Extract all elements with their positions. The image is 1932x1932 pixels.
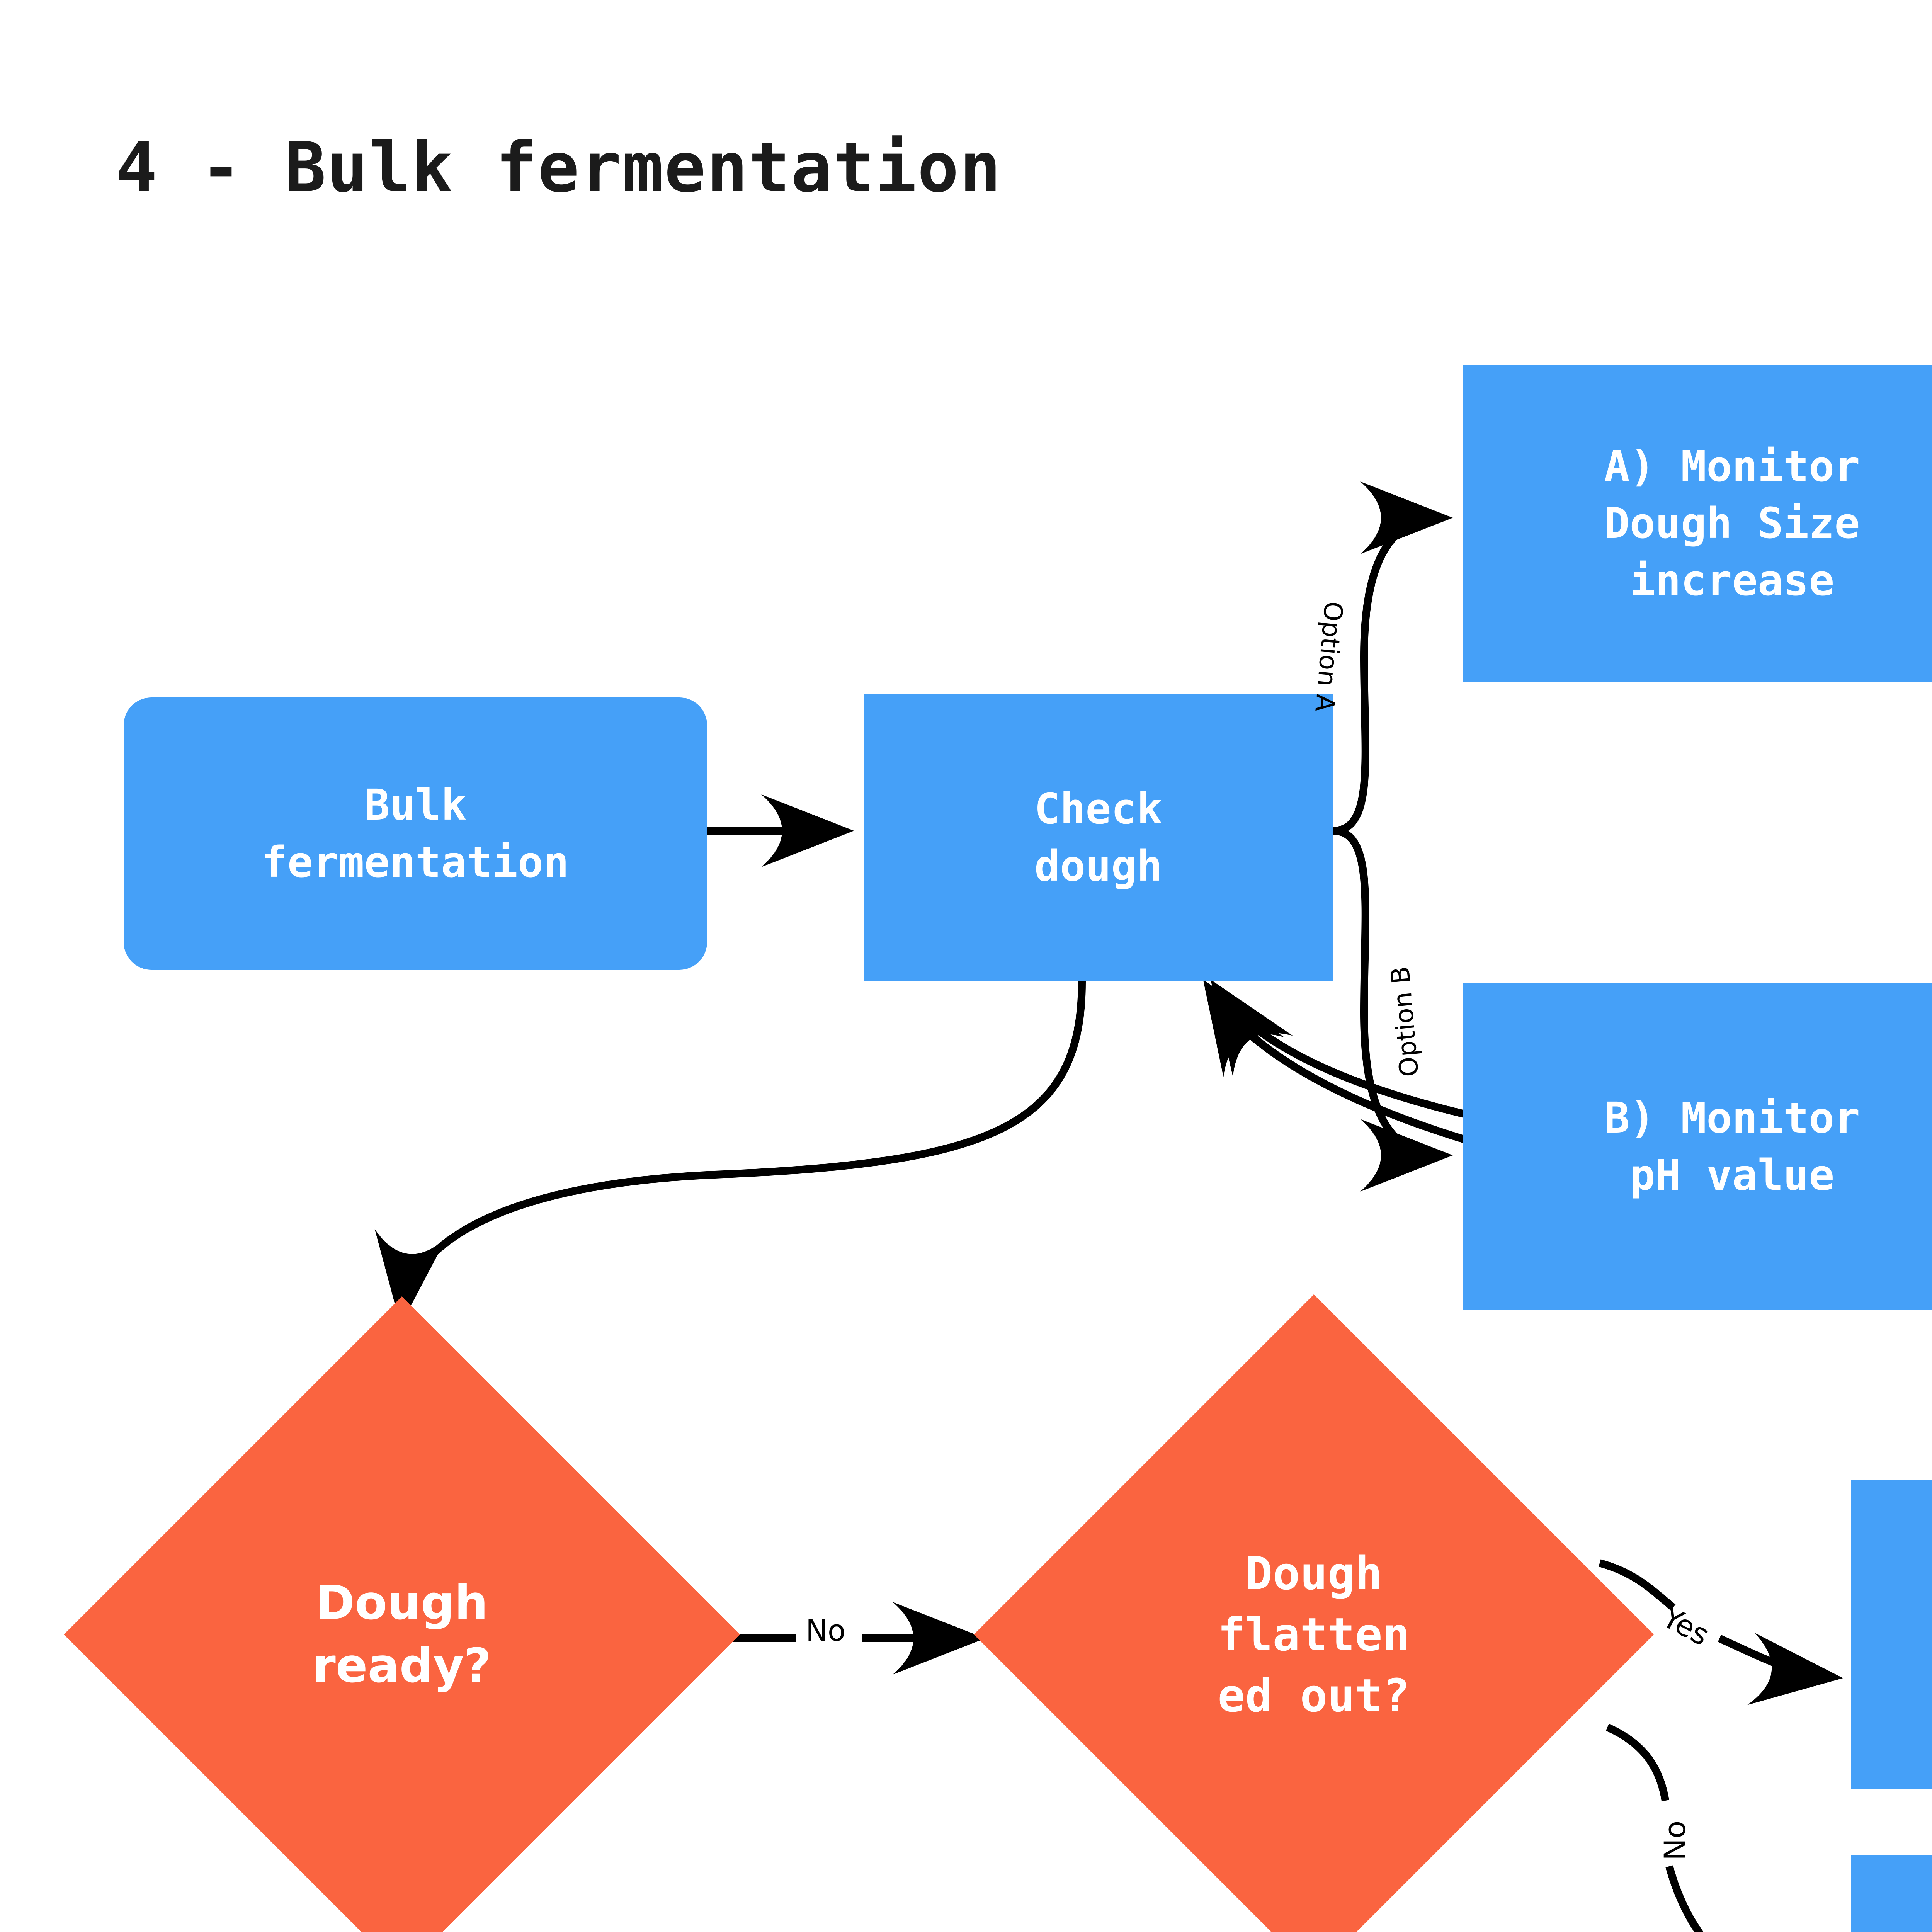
node-dough-flattened-label: Dough flatten ed out?	[1218, 1546, 1410, 1723]
node-monitor-dough-size[interactable]: A) Monitor Dough Size increase	[1463, 365, 1932, 682]
node-stretch-and-fold[interactable]: Stretch and fold	[1851, 1480, 1932, 1789]
page-title: 4 - Bulk fermentation	[116, 128, 1002, 207]
edge-check-to-dough-ready	[375, 981, 1086, 1325]
node-dough-ready[interactable]: Dough ready?	[64, 1296, 740, 1932]
edge-label-flattened-no: No	[1658, 1820, 1692, 1861]
node-monitor-ph-value[interactable]: B) Monitor pH value	[1463, 983, 1932, 1310]
node-check-dough[interactable]: Check dough	[864, 694, 1333, 981]
edge-label-ready-no: No	[806, 1613, 846, 1648]
edge-label-flattened-yes: Yes	[1657, 1600, 1715, 1653]
node-dough-ready-label: Dough ready?	[312, 1575, 492, 1693]
node-wait-60-minutes[interactable]: Wait 60 minutes	[1851, 1855, 1932, 1932]
edge-check-to-monitor-size	[1333, 481, 1453, 835]
node-bulk-fermentation[interactable]: Bulk fermentation	[124, 697, 707, 970]
edge-label-option-b: Option B	[1385, 965, 1425, 1078]
edge-label-option-a: Option A	[1309, 600, 1349, 713]
node-dough-flattened-out[interactable]: Dough flatten ed out?	[974, 1294, 1654, 1932]
